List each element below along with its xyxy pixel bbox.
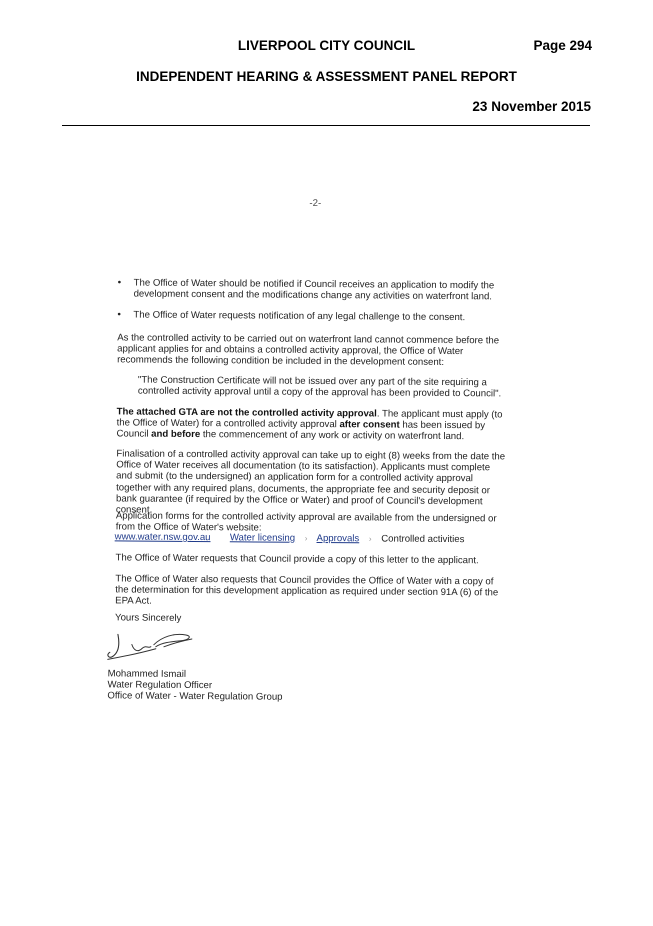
gta-bold-and-before: and before bbox=[151, 429, 201, 441]
bullet-text: The Office of Water should be notified i… bbox=[133, 277, 495, 303]
water-licensing-link[interactable]: Water licensing bbox=[229, 532, 296, 544]
closing-salutation: Yours Sincerely bbox=[115, 612, 182, 624]
approvals-link[interactable]: Approvals bbox=[316, 532, 360, 545]
breadcrumb-separator-icon: › bbox=[368, 534, 372, 544]
gta-text-3: the commencement of any work or activity… bbox=[200, 429, 465, 443]
paragraph-gta: The attached GTA are not the controlled … bbox=[116, 406, 508, 443]
controlled-activities-crumb: Controlled activities bbox=[381, 533, 465, 546]
condition-quote: "The Construction Certificate will not b… bbox=[137, 374, 502, 400]
letter-page-marker: -2- bbox=[309, 197, 322, 210]
breadcrumb-separator-icon: › bbox=[304, 533, 308, 543]
page-number: Page 294 bbox=[533, 38, 592, 53]
bullet-item-legal-challenge: • The Office of Water requests notificat… bbox=[117, 309, 509, 323]
report-date: 23 November 2015 bbox=[472, 99, 591, 114]
bullet-item-notify-modification: • The Office of Water should be notified… bbox=[118, 277, 510, 302]
bullet-icon: • bbox=[117, 309, 122, 321]
website-link[interactable]: www.water.nsw.gov.au bbox=[114, 531, 211, 544]
bullet-icon: • bbox=[117, 277, 122, 289]
gta-bold-after-consent: after consent bbox=[339, 419, 400, 431]
handwritten-signature bbox=[107, 633, 193, 660]
paragraph-controlled-activity: As the controlled activity to be carried… bbox=[117, 332, 500, 369]
bullet-text: The Office of Water requests notificatio… bbox=[133, 309, 466, 324]
signer-organisation: Office of Water - Water Regulation Group bbox=[107, 690, 283, 703]
website-breadcrumb: www.water.nsw.gov.au Water licensing › A… bbox=[115, 531, 515, 545]
paragraph-determination: The Office of Water also requests that C… bbox=[115, 573, 499, 608]
council-name: LIVERPOOL CITY COUNCIL bbox=[237, 38, 416, 53]
paragraph-finalisation: Finalisation of a controlled activity ap… bbox=[115, 448, 506, 516]
report-title: INDEPENDENT HEARING & ASSESSMENT PANEL R… bbox=[136, 69, 517, 84]
paragraph-copy-letter: The Office of Water requests that Counci… bbox=[115, 552, 479, 567]
header-divider bbox=[62, 125, 590, 126]
